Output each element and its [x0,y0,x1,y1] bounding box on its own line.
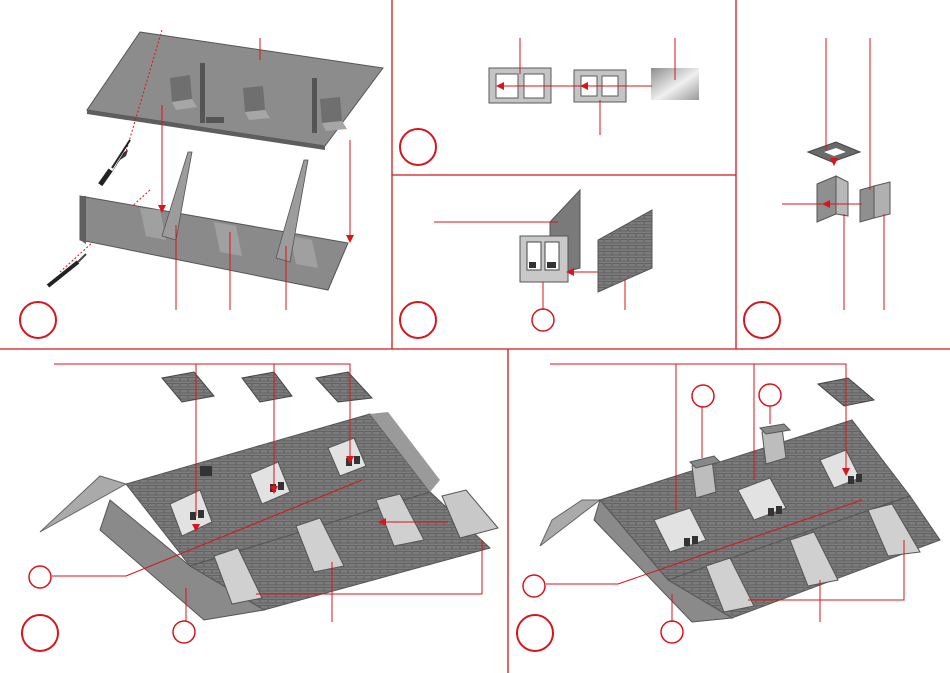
part-number-marker [759,384,781,406]
part-number-marker [661,621,683,643]
step-marker [517,615,553,651]
knife-icon [48,254,86,286]
dormer-cheek [598,210,652,292]
callout-lines [502,38,675,135]
part-number-marker [173,621,195,643]
roof-panel [87,32,383,150]
panel-roof-assembly [20,30,383,338]
step-marker [400,302,436,338]
step-marker [22,615,58,651]
part-number-marker [523,575,545,597]
knife-icon [98,140,130,186]
step-marker [744,302,780,338]
panel-roof-with-dormer-plates [22,364,498,651]
panel-dormer-box [744,38,890,338]
callout-lines [782,38,884,310]
part-number-marker [692,385,714,407]
step-marker [400,129,436,165]
panel-dormer-front [400,190,652,338]
part-number-marker [532,309,554,331]
roof-body [40,412,490,620]
panel-window-frames [400,38,699,165]
wall-strip [80,152,348,290]
panel-roof-with-chimneys [517,364,940,651]
dormer-roof-plates [162,372,372,402]
part-number-marker [29,566,51,588]
step-marker [20,302,56,338]
